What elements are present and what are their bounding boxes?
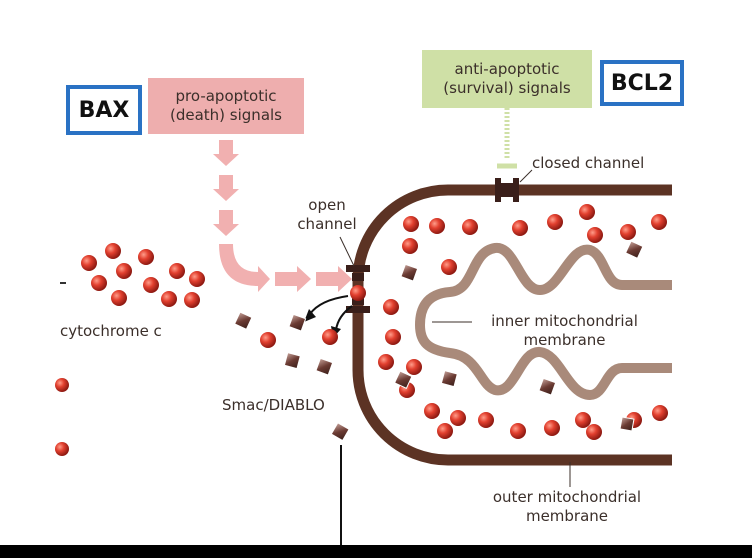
pro-apoptotic-line2: (death) signals xyxy=(170,106,282,124)
cytochrome-c-molecules xyxy=(55,204,668,456)
pro-apoptotic-line1: pro-apoptotic xyxy=(175,87,277,105)
bcl2-label: BCL2 xyxy=(610,70,674,96)
diagram-canvas: BAX BCL2 pro-apoptotic (death) signals a… xyxy=(0,0,752,545)
outer-membrane-label: outer mitochondrial membrane xyxy=(492,488,642,525)
release-arrow-1 xyxy=(309,295,349,315)
bax-protein-box: BAX xyxy=(66,85,142,135)
anti-apoptotic-line2: (survival) signals xyxy=(443,79,571,97)
pro-apoptotic-arrows xyxy=(213,140,352,292)
diagram-graphics xyxy=(55,108,672,545)
bax-label: BAX xyxy=(78,97,130,123)
cytochrome-c-label: cytochrome c xyxy=(60,322,162,340)
outer-membrane xyxy=(352,184,672,466)
pro-apoptotic-signals-box: pro-apoptotic (death) signals xyxy=(148,78,304,134)
smac-diablo-label: Smac/DIABLO xyxy=(222,396,325,414)
anti-apoptotic-line1: anti-apoptotic xyxy=(454,60,560,78)
open-channel-label: open channel xyxy=(297,196,357,233)
inner-membrane-label: inner mitochondrial membrane xyxy=(491,312,638,349)
closed-channel-leader xyxy=(519,169,533,183)
open-channel-leader xyxy=(339,236,355,267)
smac-diablo-molecules xyxy=(233,240,644,442)
bcl2-protein-box: BCL2 xyxy=(600,60,684,106)
inner-membrane xyxy=(415,243,672,400)
anti-apoptotic-signals-box: anti-apoptotic (survival) signals xyxy=(422,50,592,108)
closed-channel-label: closed channel xyxy=(532,154,645,172)
closed-channel-plug xyxy=(495,178,519,202)
